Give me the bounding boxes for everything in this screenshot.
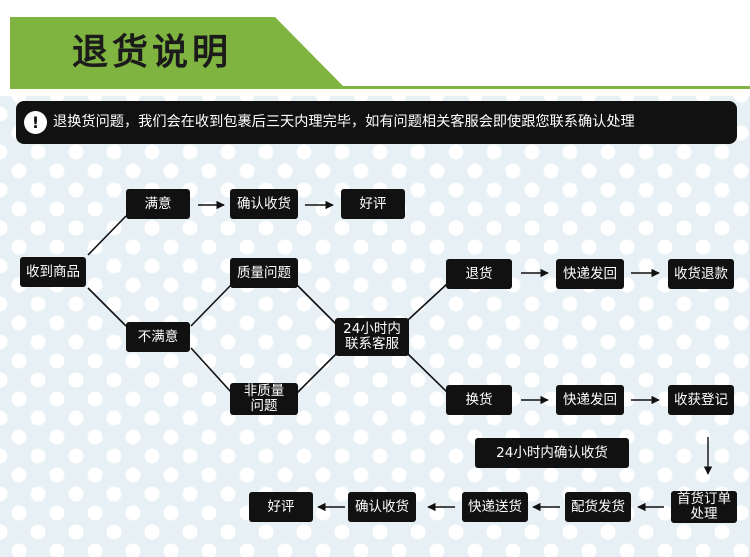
header-banner: 退货说明 — [0, 0, 750, 96]
node-non-quality-issue: 非质量 问题 — [230, 383, 298, 415]
connector-nonquality-contact — [296, 353, 337, 394]
node-express-back-2: 快递发回 — [556, 385, 624, 415]
node-confirm-receipt-24h: 24小时内确认收货 — [475, 438, 629, 468]
node-confirm-receipt-top: 确认收货 — [230, 189, 298, 219]
node-express-back-1: 快递发回 — [556, 259, 624, 289]
node-exchange-goods: 换货 — [446, 385, 512, 415]
notice-bar: ! 退换货问题，我们会在收到包裹后三天内理完毕，如有问题相关客服会即使跟您联系确… — [16, 101, 737, 144]
node-receive-goods: 收到商品 — [20, 257, 86, 287]
connector-contact-exchange — [407, 353, 448, 393]
connector-receive-satisfied — [87, 215, 127, 256]
connector-receive-unsatisfied — [87, 287, 127, 327]
node-good-review-bottom: 好评 — [249, 492, 313, 522]
node-first-order-processing: 首货订单 处理 — [671, 491, 737, 523]
node-receive-refund: 收货退款 — [668, 259, 734, 289]
node-return-goods: 退货 — [446, 259, 512, 289]
node-express-delivery: 快递送货 — [462, 492, 528, 522]
node-contact-service-24h: 24小时内 联系客服 — [335, 318, 409, 356]
node-unsatisfied: 不满意 — [126, 322, 190, 352]
node-prepare-ship: 配货发货 — [565, 492, 631, 522]
node-quality-issue: 质量问题 — [230, 258, 298, 288]
header-underline — [10, 86, 750, 89]
node-confirm-receipt-bottom: 确认收货 — [348, 492, 416, 522]
connector-quality-contact — [296, 284, 337, 325]
node-satisfied: 满意 — [126, 189, 190, 219]
connector-unsatisfied-quality — [190, 284, 232, 327]
connector-unsatisfied-nonquality — [190, 347, 232, 393]
page-title: 退货说明 — [72, 32, 233, 73]
connector-contact-return — [407, 283, 448, 321]
node-receipt-register: 收获登记 — [668, 385, 734, 415]
notice-text: 退换货问题，我们会在收到包裹后三天内理完毕，如有问题相关客服会即使跟您联系确认处… — [53, 114, 635, 130]
node-good-review-top: 好评 — [341, 189, 405, 219]
exclamation-icon: ! — [24, 111, 47, 134]
